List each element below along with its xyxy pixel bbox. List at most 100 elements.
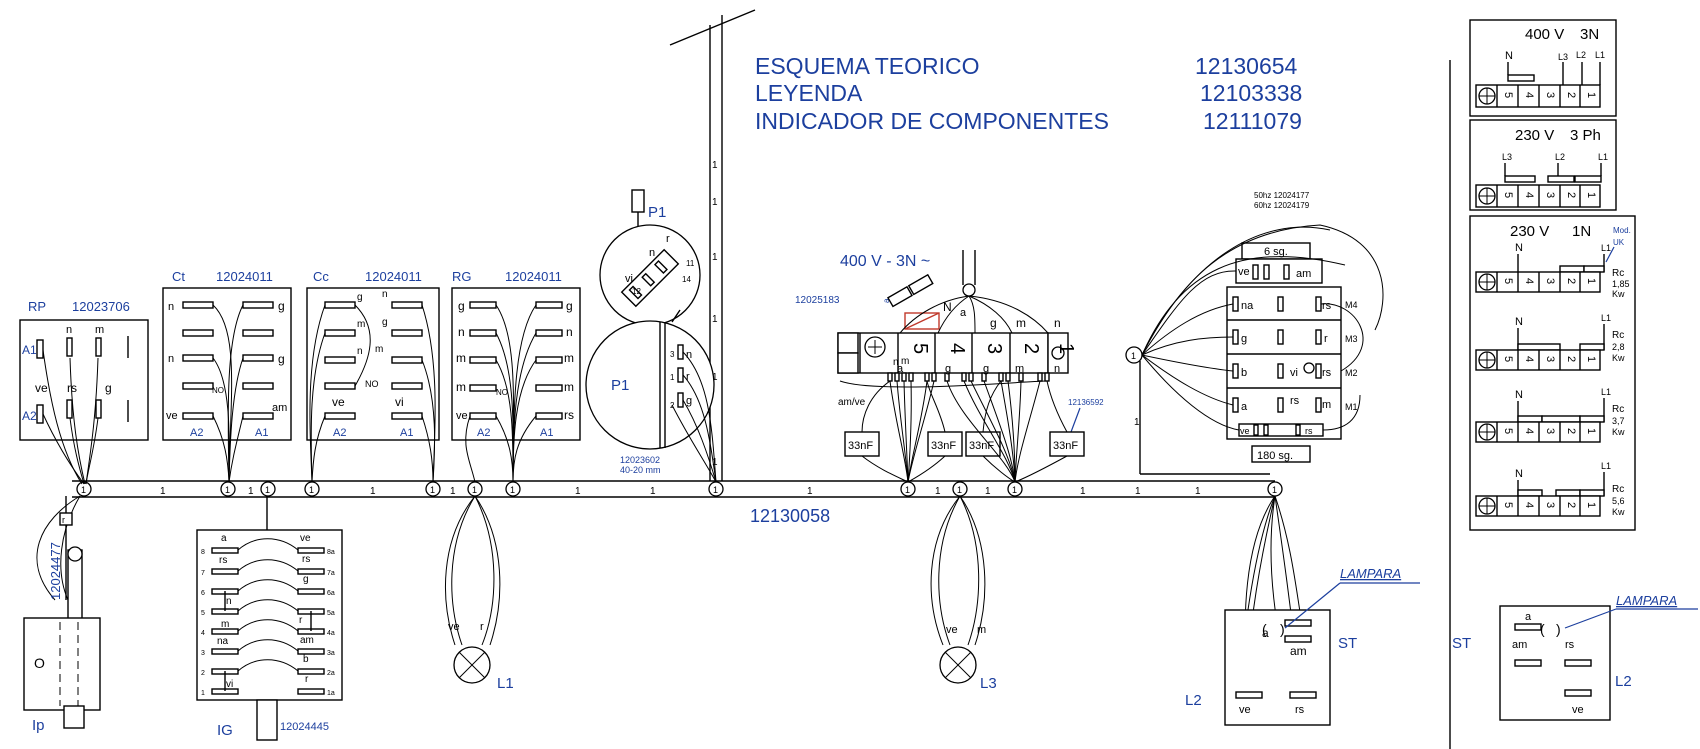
bus-wire-label: 1 [450,486,456,497]
st-lamp-socket-center: a () am ve rs ST L2 LAMPARA [1185,495,1420,726]
panel-230v-1n: 230 V 1N Mod. UK N L1 5 4 3 2 1 Rc 1,85 … [1469,215,1636,531]
ip-switch: r O 12024477 Ip [23,495,101,734]
svg-text:3: 3 [1544,92,1556,98]
svg-text:rs: rs [219,555,227,566]
svg-text:m: m [95,324,104,336]
st-right-lampara-link: LAMPARA [1616,593,1677,608]
svg-text:11: 11 [686,259,695,268]
svg-text:m: m [977,624,986,636]
svg-text:1: 1 [1585,428,1597,434]
l1-name: L1 [497,675,514,692]
panel-400v-3n: 400 V 3N N L3 L2 L1 5 4 3 2 1 [1469,19,1617,117]
svg-text:L1: L1 [1601,461,1611,471]
header-component-index-code: 12111079 [1203,108,1302,134]
header-title-code: 12130654 [1195,53,1298,79]
ig-code: 12024445 [280,721,329,733]
svg-text:4: 4 [1523,502,1535,508]
rg-code: 12024011 [505,269,562,284]
bus-wire-label: 1 [370,486,376,497]
svg-text:L3: L3 [1502,152,1512,162]
header: ESQUEMA TEORICO 12130654 LEYENDA 1210333… [755,53,1302,134]
motor-code-50hz: 50hz 12024177 [1254,191,1310,200]
svg-text:12: 12 [632,287,641,296]
svg-text:3: 3 [1544,278,1556,284]
svg-text:n: n [226,596,232,607]
svg-text:N: N [1515,389,1523,401]
svg-text:na: na [217,636,229,647]
capacitor-code: 12136592 [1068,398,1104,407]
svg-text:m: m [1322,399,1331,411]
ct-name: Ct [172,269,185,284]
rp-name: RP [28,299,46,314]
svg-text:n: n [566,325,573,339]
svg-text:180 sg.: 180 sg. [1257,450,1293,462]
svg-text:5,6: 5,6 [1612,496,1625,506]
bus-code: 12130058 [750,506,830,526]
ip-fuse-label: r [62,515,65,525]
svg-text:rs: rs [1322,367,1332,379]
svg-text:NO: NO [212,386,224,395]
svg-text:ve: ve [946,624,958,636]
svg-text:2: 2 [1565,502,1577,508]
svg-text:2: 2 [1565,356,1577,362]
svg-text:n: n [1054,316,1061,330]
trunk-wire-3: 1 [712,252,718,263]
svg-text:rs: rs [1295,704,1305,716]
svg-text:g: g [105,381,112,395]
svg-text:m: m [456,351,466,365]
svg-text:n: n [1054,363,1060,375]
svg-text:A2: A2 [333,427,346,439]
svg-text:4: 4 [1523,356,1535,362]
svg-text:n: n [168,301,174,313]
svg-text:3: 3 [1544,192,1556,198]
rg-name: RG [452,269,472,284]
ig-name: IG [217,722,233,739]
svg-text:L1: L1 [1598,152,1608,162]
svg-text:m: m [357,319,365,330]
svg-text:rs: rs [302,554,310,565]
svg-text:r: r [686,371,690,383]
svg-text:6 sg.: 6 sg. [1264,246,1288,258]
svg-text:Rc: Rc [1612,404,1624,415]
trunk-wire-4: 1 [712,314,718,325]
bus-wire-label: 1 [985,486,991,497]
supply-voltage: 400 V - 3N ~ [840,253,930,270]
svg-text:1: 1 [309,485,314,495]
svg-text:3,7: 3,7 [1612,416,1625,426]
capacitor-2: 33nF [931,440,956,452]
svg-text:vi: vi [625,273,633,285]
svg-text:1: 1 [1585,502,1597,508]
lamp-l1: ve r L1 [444,495,514,692]
svg-text:(: ( [1540,621,1545,637]
svg-text:1N: 1N [1572,223,1591,240]
svg-text:am: am [1296,268,1311,280]
svg-text:Mod.: Mod. [1613,226,1631,235]
svg-text:P1: P1 [611,377,629,394]
svg-text:a: a [1525,611,1532,623]
ig-selector-switch: a rs n m na vi ve rs g r am b r 8 7 6 5 … [196,496,343,741]
svg-text:g: g [278,299,285,313]
svg-text:r: r [1324,333,1328,345]
svg-text:rs: rs [1305,426,1313,436]
l3-name: L3 [980,675,997,692]
svg-text:5: 5 [1502,92,1514,98]
svg-text:M1: M1 [1345,402,1358,412]
st-right-name: ST [1452,635,1471,652]
svg-text:g: g [686,395,692,407]
svg-text:1: 1 [905,485,910,495]
svg-text:4: 4 [1523,92,1535,98]
svg-text:5: 5 [1502,502,1514,508]
svg-text:a: a [882,298,891,303]
svg-text:ve: ve [35,381,48,395]
svg-text:ve: ve [456,410,468,422]
ip-code: 12024477 [48,542,63,600]
svg-text:g: g [357,292,363,303]
svg-text:1: 1 [1012,485,1017,495]
svg-text:M4: M4 [1345,300,1358,310]
svg-text:ve: ve [300,533,311,544]
svg-text:1: 1 [957,485,962,495]
svg-text:n: n [66,324,72,336]
svg-text:L1: L1 [1601,387,1611,397]
motor-code-60hz: 60hz 12024179 [1254,201,1310,210]
cc-name: Cc [313,269,329,284]
